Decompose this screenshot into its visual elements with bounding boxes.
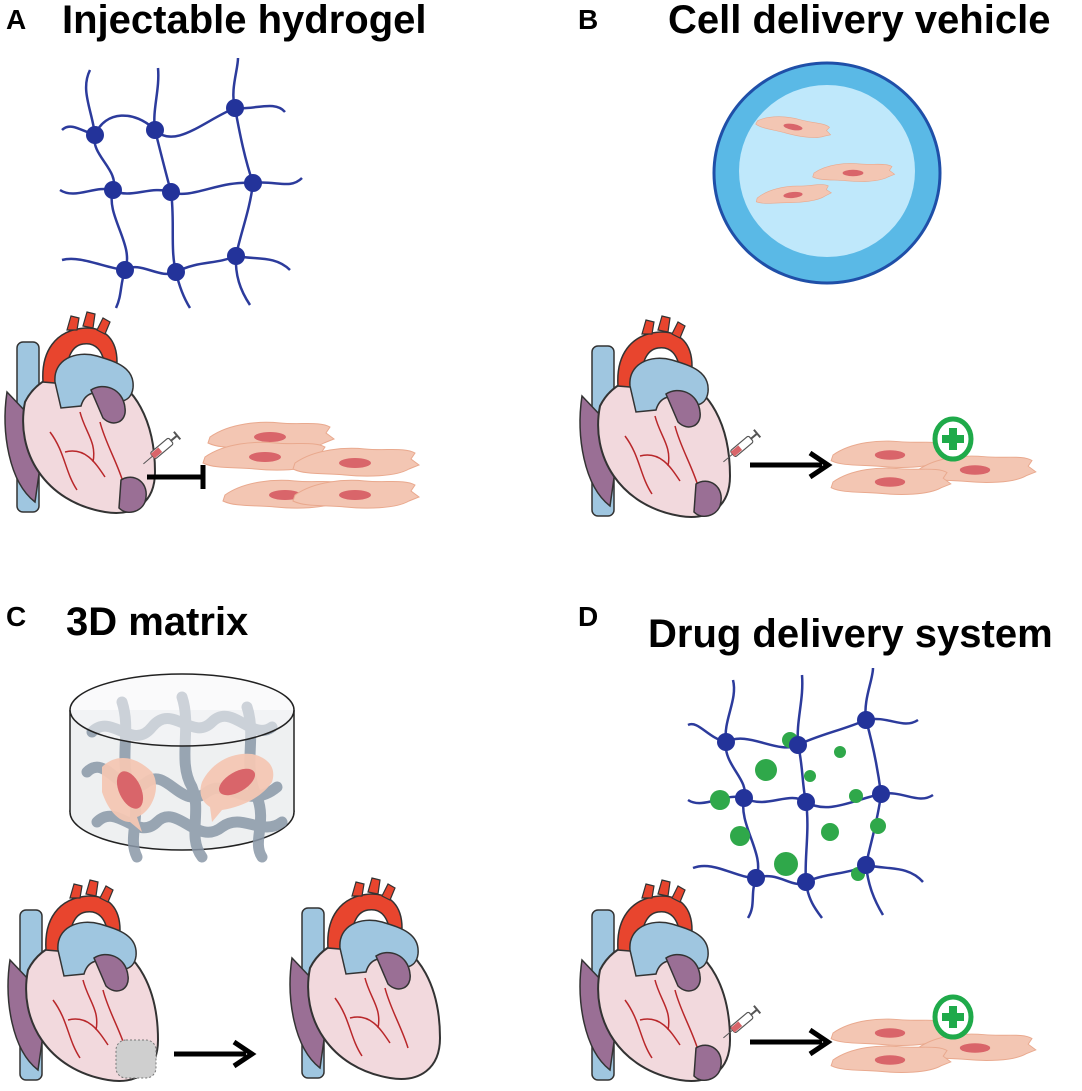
panel-d-letter: D — [578, 601, 599, 632]
panel-a-title: Injectable hydrogel — [62, 0, 427, 42]
health-plus-icon — [930, 415, 980, 465]
drug-particle-icon — [710, 732, 886, 881]
cell-cluster — [202, 421, 420, 509]
panel-b-title: Cell delivery vehicle — [668, 0, 1051, 42]
petri-dish-icon — [712, 61, 942, 285]
heart-icon — [579, 315, 731, 518]
panel-b-letter: B — [578, 4, 599, 35]
matrix-cylinder-icon — [69, 673, 295, 863]
heart-icon — [7, 879, 159, 1082]
health-plus-icon — [930, 993, 980, 1043]
heart-icon — [579, 879, 731, 1082]
arrow-icon — [750, 1027, 833, 1057]
panel-a-letter: A — [6, 4, 27, 35]
inhibition-icon — [147, 465, 206, 489]
panel-d-title: Drug delivery system — [648, 612, 1053, 656]
hydrogel-network-icon — [687, 667, 934, 919]
panel-c-letter: C — [6, 601, 27, 632]
heart-icon — [4, 311, 156, 514]
syringe-icon — [139, 430, 182, 469]
panel-c-title: 3D matrix — [66, 600, 249, 644]
heart-icon — [289, 877, 441, 1080]
hydrogel-network-icon — [59, 57, 303, 309]
arrow-icon — [174, 1039, 257, 1069]
arrow-icon — [750, 450, 833, 480]
